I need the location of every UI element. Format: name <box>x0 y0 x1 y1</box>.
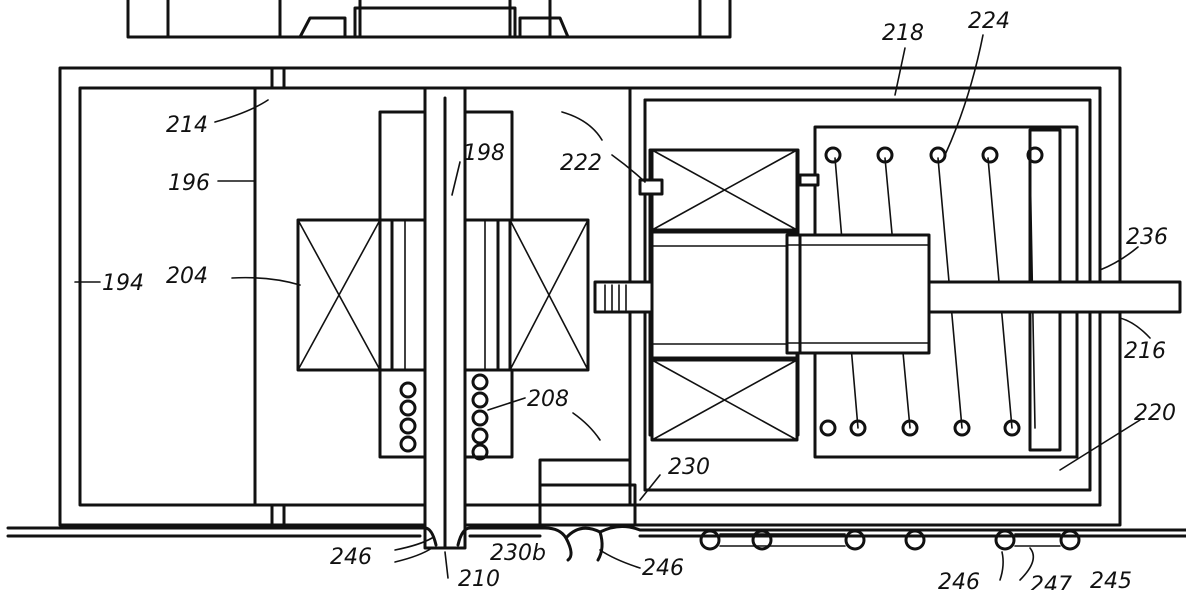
label-246-left: 246 <box>330 545 372 570</box>
label-236: 236 <box>1126 225 1168 250</box>
label-216: 216 <box>1124 339 1166 364</box>
label-247: 247 <box>1030 573 1072 590</box>
label-224: 224 <box>968 9 1010 34</box>
label-222: 222 <box>560 151 602 176</box>
reference-labels: 214 196 198 194 204 222 208 218 224 236 … <box>102 9 1176 590</box>
top-mount <box>126 0 732 39</box>
label-220: 220 <box>1134 401 1176 426</box>
label-230b: 230b <box>490 541 546 566</box>
label-245: 245 <box>1090 569 1132 590</box>
leader-lines <box>74 34 1151 581</box>
label-204: 204 <box>166 264 208 289</box>
label-246-right: 246 <box>938 570 980 590</box>
label-194: 194 <box>102 271 144 296</box>
left-solenoid <box>296 86 590 550</box>
label-208: 208 <box>527 387 569 412</box>
right-solenoid <box>638 148 820 442</box>
label-214: 214 <box>166 113 208 138</box>
label-196: 196 <box>168 171 210 196</box>
label-198: 198 <box>463 141 505 166</box>
bottom-strip <box>6 525 1186 562</box>
left-spring <box>399 373 489 461</box>
label-210: 210 <box>458 567 500 590</box>
label-246-mid: 246 <box>642 556 684 581</box>
label-218: 218 <box>882 21 924 46</box>
label-230: 230 <box>668 455 710 480</box>
plunger-shaft <box>593 230 1182 360</box>
